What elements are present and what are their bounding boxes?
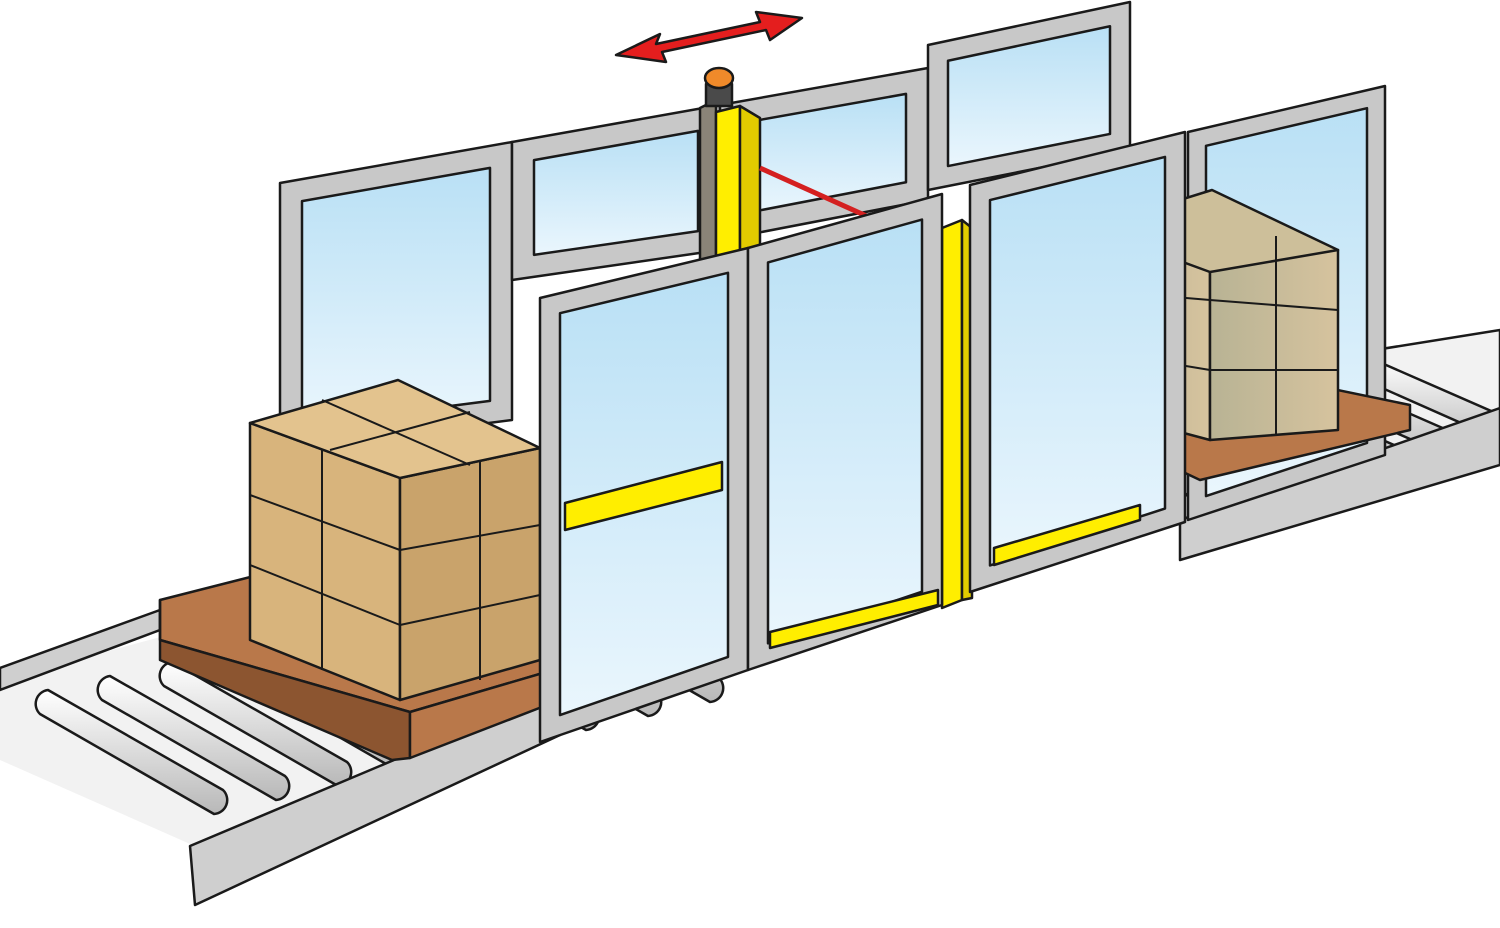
front-door-panels — [538, 192, 1142, 744]
panel-glass — [766, 218, 924, 645]
panel-glass — [946, 25, 1112, 168]
panel-glass — [988, 155, 1167, 567]
light-curtain-base-front — [563, 460, 724, 532]
box-stack-side — [398, 446, 542, 702]
back-panel — [510, 103, 722, 282]
front-panel-right — [968, 130, 1187, 594]
double-headed-arrow-icon — [614, 10, 804, 64]
panel-glass — [300, 166, 492, 427]
motion-arrow — [614, 10, 804, 64]
roller — [96, 674, 291, 802]
light-curtain-base-front — [768, 588, 940, 650]
door-panel-right — [746, 192, 944, 672]
light-curtain-base-right — [992, 503, 1142, 567]
panel-glass — [532, 129, 700, 257]
front-fence — [968, 130, 1187, 594]
back-panel — [718, 66, 930, 242]
roller — [34, 688, 229, 816]
conveyor-rail-right — [1178, 406, 1500, 562]
beacon-lens — [703, 66, 735, 90]
back-panel — [278, 140, 514, 452]
warning-beacon-icon — [703, 66, 735, 108]
light-curtain-receiver — [940, 218, 964, 610]
back-panel — [926, 0, 1132, 192]
